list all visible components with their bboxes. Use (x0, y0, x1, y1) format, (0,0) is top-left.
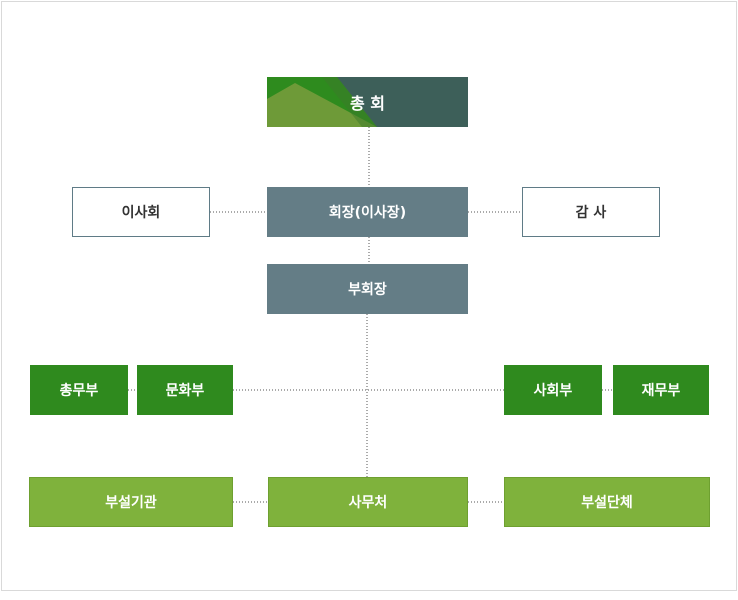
vice-president-label: 부회장 (348, 282, 387, 298)
vice-president-box: 부회장 (267, 264, 468, 314)
general-affairs-dept-box: 총무부 (30, 365, 128, 415)
finance-dept-box: 재무부 (613, 365, 709, 415)
secretariat-box: 사무처 (268, 477, 468, 527)
general-assembly-box: 총 회 (267, 77, 468, 127)
general-affairs-dept-label: 총무부 (59, 383, 99, 399)
social-dept-box: 사회부 (504, 365, 602, 415)
president-label: 회장(이사장) (328, 205, 407, 221)
audit-box: 감 사 (522, 187, 660, 237)
affiliated-groups-label: 부설단체 (581, 495, 633, 511)
board-box: 이사회 (72, 187, 210, 237)
affiliated-groups-box: 부설단체 (504, 477, 710, 527)
president-box: 회장(이사장) (267, 187, 468, 237)
culture-dept-label: 문화부 (165, 383, 205, 399)
affiliated-institutions-label: 부설기관 (105, 495, 157, 511)
affiliated-institutions-box: 부설기관 (29, 477, 233, 527)
secretariat-label: 사무처 (348, 495, 388, 511)
board-label: 이사회 (121, 205, 161, 221)
general-assembly-label: 총 회 (349, 94, 385, 113)
culture-dept-box: 문화부 (137, 365, 233, 415)
finance-dept-label: 재무부 (641, 383, 681, 399)
social-dept-label: 사회부 (533, 383, 573, 399)
audit-label: 감 사 (575, 205, 607, 221)
general-assembly-decoration (267, 77, 377, 127)
